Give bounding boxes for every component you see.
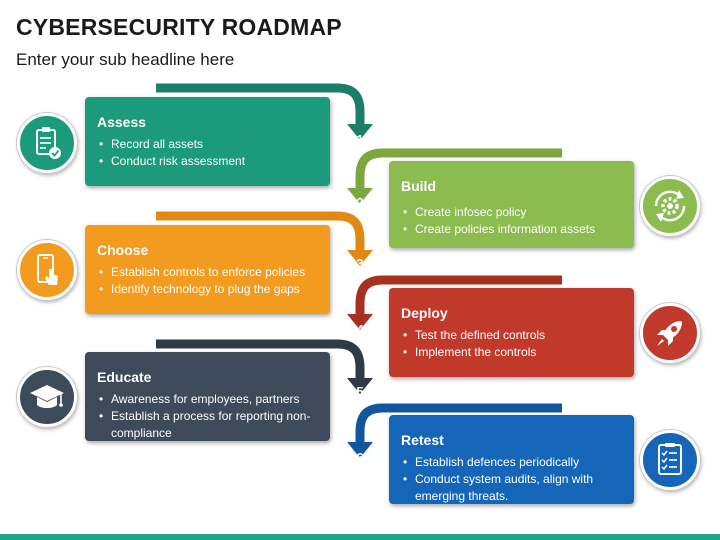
step-card-assess: Assess Record all assets Conduct risk as…: [85, 97, 330, 186]
step-number-1: 1: [356, 132, 364, 147]
connector-arrow-3: [156, 211, 365, 252]
step-bullet: Establish controls to enforce policies: [97, 264, 318, 281]
connector-arrowhead-6: [347, 442, 373, 458]
step-number-6: 6: [356, 450, 364, 465]
step-card-educate: Educate Awareness for employees, partner…: [85, 352, 330, 441]
step-bullet: Conduct system audits, align with emergi…: [401, 471, 622, 505]
smartphone-touch-icon: [17, 240, 77, 300]
step-number-3: 3: [356, 256, 364, 271]
step-title-retest: Retest: [401, 432, 444, 448]
step-title-assess: Assess: [97, 114, 147, 130]
step-number-2: 2: [356, 195, 364, 210]
step-bullet: Implement the controls: [401, 344, 622, 361]
connector-arrowhead-3: [347, 250, 373, 266]
page-title: CYBERSECURITY ROADMAP: [16, 14, 342, 40]
step-bullet: Awareness for employees, partners: [97, 391, 318, 408]
step-number-5: 5: [356, 384, 364, 399]
step-card-build: Build Create infosec policy Create polic…: [389, 161, 634, 248]
graduation-cap-icon: [17, 367, 77, 427]
gear-refresh-icon: [640, 176, 700, 236]
step-card-choose: Choose Establish controls to enforce pol…: [85, 225, 330, 314]
step-card-deploy: Deploy Test the defined controls Impleme…: [389, 288, 634, 377]
step-bullet: Test the defined controls: [401, 327, 622, 344]
page-subtitle: Enter your sub headline here: [16, 50, 235, 69]
step-title-educate: Educate: [97, 369, 152, 385]
connector-arrowhead-2: [347, 188, 373, 204]
step-number-4: 4: [356, 322, 364, 337]
connector-arrowhead-5: [347, 378, 373, 394]
step-bullet: Create policies information assets: [401, 221, 622, 238]
connector-arrow-1: [156, 83, 365, 126]
rocket-icon: [640, 303, 700, 363]
clipboard-check-icon: [17, 113, 77, 173]
connector-arrowhead-4: [347, 314, 373, 330]
step-bullet: Conduct risk assessment: [97, 153, 318, 170]
step-card-retest: Retest Establish defences periodically C…: [389, 415, 634, 504]
connector-arrow-4: [355, 275, 562, 316]
step-bullet: Record all assets: [97, 136, 318, 153]
bottom-accent-bar: [0, 534, 720, 540]
checklist-icon: [640, 430, 700, 490]
connector-arrow-2: [355, 148, 562, 190]
connector-arrow-6: [355, 403, 562, 444]
step-title-choose: Choose: [97, 242, 149, 258]
connector-arrow-5: [156, 339, 365, 380]
step-bullet: Establish a process for reporting non-co…: [97, 408, 318, 442]
step-title-build: Build: [401, 178, 436, 194]
step-title-deploy: Deploy: [401, 305, 448, 321]
step-bullet: Identify technology to plug the gaps: [97, 281, 318, 298]
step-bullet: Establish defences periodically: [401, 454, 622, 471]
step-bullet: Create infosec policy: [401, 204, 622, 221]
connector-arrowhead-1: [347, 124, 373, 140]
